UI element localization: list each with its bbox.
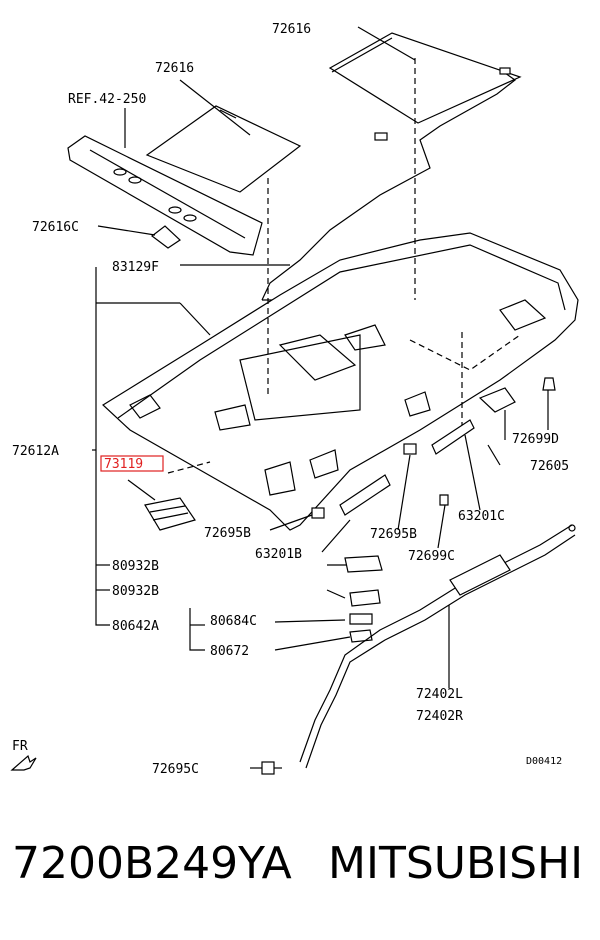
- label-83129f: 83129F: [112, 260, 159, 275]
- label-80672: 80672: [210, 644, 249, 659]
- label-72695b-2: 72695B: [370, 527, 417, 542]
- label-73119: 73119: [104, 457, 143, 472]
- label-72605: 72605: [530, 459, 569, 474]
- clip-73119: [144, 497, 196, 531]
- label-ref-42-250: REF.42-250: [68, 92, 146, 107]
- highlight-73119: [100, 455, 164, 472]
- label-72612a: 72612A: [12, 444, 59, 459]
- clip-72699d: [542, 377, 556, 391]
- curtain-airbag: [299, 524, 576, 769]
- label-72616: 72616: [155, 61, 194, 76]
- footer: 7200B249YA MITSUBISHI: [0, 830, 600, 910]
- label-80684c: 80684C: [210, 614, 257, 629]
- part-number: 7200B249YA: [12, 838, 292, 889]
- clip-72699c: [439, 494, 449, 506]
- bracket-63201c: [431, 419, 475, 455]
- light-72605: [478, 387, 516, 413]
- clip-80932b-1: [344, 555, 383, 573]
- label-72616c: 72616C: [32, 220, 79, 235]
- label-63201b: 63201B: [255, 547, 302, 562]
- label-72616-top: 72616: [272, 22, 311, 37]
- clip-80684c: [349, 613, 373, 625]
- roof-wiring: [261, 72, 517, 301]
- header-rail: [67, 135, 263, 256]
- label-72402r: 72402R: [416, 709, 463, 724]
- roof-pad-top: [328, 32, 522, 124]
- clip-80932b-2: [349, 589, 381, 607]
- parts-diagram: 72616 72616 REF.42-250 72616C 83129F 726…: [10, 22, 579, 777]
- bracket-63201b: [339, 474, 391, 516]
- label-72695b-1: 72695B: [204, 526, 251, 541]
- label-fr: FR: [12, 739, 28, 754]
- label-72402l: 72402L: [416, 687, 463, 702]
- label-72699c: 72699C: [408, 549, 455, 564]
- clip-72695b-1: [311, 507, 325, 519]
- label-80932b-1: 80932B: [112, 559, 159, 574]
- fr-arrow-icon: [10, 754, 37, 771]
- label-72699d: 72699D: [512, 432, 559, 447]
- diagram-id: D00412: [526, 756, 562, 767]
- headliner: [102, 232, 579, 531]
- clip-80672: [349, 629, 373, 643]
- label-72695c: 72695C: [152, 762, 199, 777]
- roof-pad-left: [145, 105, 302, 193]
- label-80642a: 80642A: [112, 619, 159, 634]
- clip-72695b-2: [403, 443, 417, 455]
- bolt-72695c: [261, 761, 282, 775]
- brand-name: MITSUBISHI: [328, 838, 584, 889]
- pad-72616c: [151, 225, 181, 249]
- label-63201c: 63201C: [458, 509, 505, 524]
- label-80932b-2: 80932B: [112, 584, 159, 599]
